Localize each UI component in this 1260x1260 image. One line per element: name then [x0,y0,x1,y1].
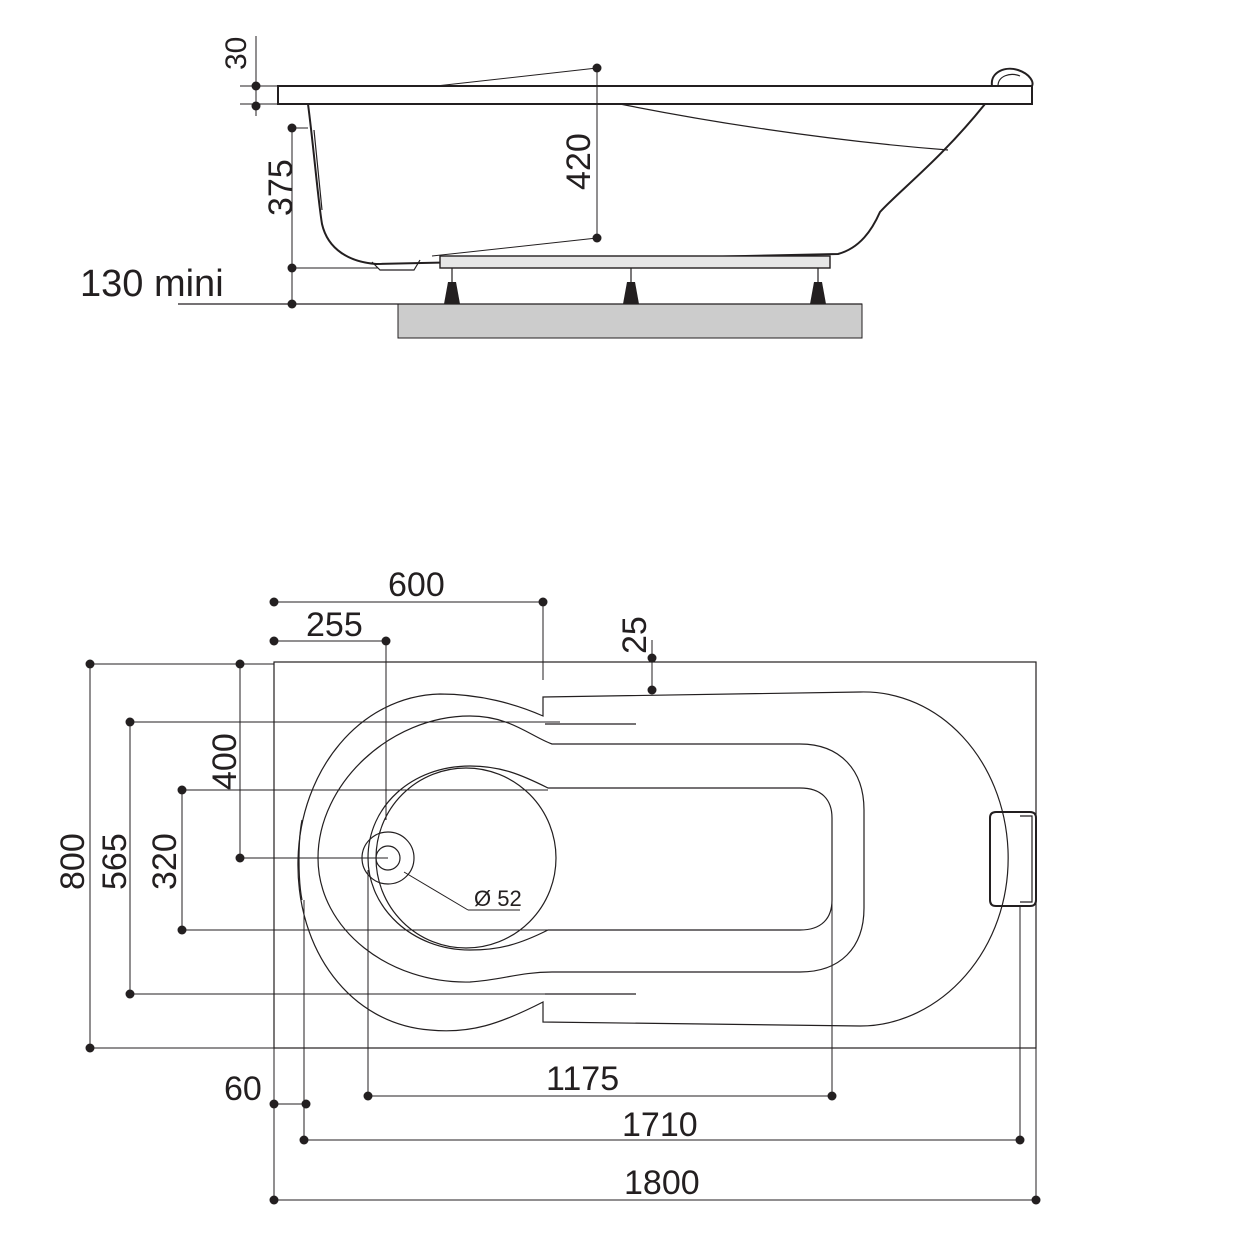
dim-bowl-width: 320 [146,833,184,890]
dim-offset: 60 [224,1070,262,1108]
tub-bowl [367,765,833,951]
headrest-pad-inner [1020,815,1033,903]
headrest-roll [990,67,1034,87]
headrest-roll-inner [997,73,1021,87]
top-view: 600 255 25 400 800 565 320 Ø 52 60 1175 … [54,566,1041,1205]
dim-to-drain: 255 [306,606,363,644]
support-frame [439,255,831,269]
dim-bottom-length: 1175 [546,1060,619,1098]
tub-end-edge [298,819,303,901]
tub-body [307,103,986,266]
side-view: 30 375 420 130 mini [80,36,1034,339]
tub-rim [277,85,1033,105]
tub-inner-slope [619,103,949,151]
dim-rim-thickness: 30 [220,37,253,70]
dim-to-overflow: 600 [388,566,445,604]
dim-inner-width: 400 [206,733,244,790]
leg [623,268,639,304]
tub-outline [273,661,1037,1049]
drain-foot [371,259,421,271]
leg [444,268,460,304]
leg [810,268,826,304]
dim-drain-diameter: Ø 52 [474,886,522,911]
dim-total-width: 800 [54,833,92,890]
dim-depth: 375 [262,159,300,216]
dim-floor-clearance: 130 mini [80,263,224,305]
floor-slab [397,303,863,339]
side-dimensions [240,36,602,309]
tub-inner-rim [545,723,636,995]
dim-total-length: 1800 [624,1164,700,1202]
dim-mid-width: 565 [96,833,134,890]
top-dimensions [85,597,1041,1205]
headrest-pad [989,811,1037,907]
dim-rim-edge: 25 [616,616,654,654]
dim-water-depth: 420 [560,133,598,190]
tub-side-edge [313,129,323,211]
dim-inner-length: 1710 [622,1106,698,1144]
tub-outer-shape [297,691,1009,1032]
bowl-circle [375,767,557,949]
tub-inner-shape [317,715,865,983]
